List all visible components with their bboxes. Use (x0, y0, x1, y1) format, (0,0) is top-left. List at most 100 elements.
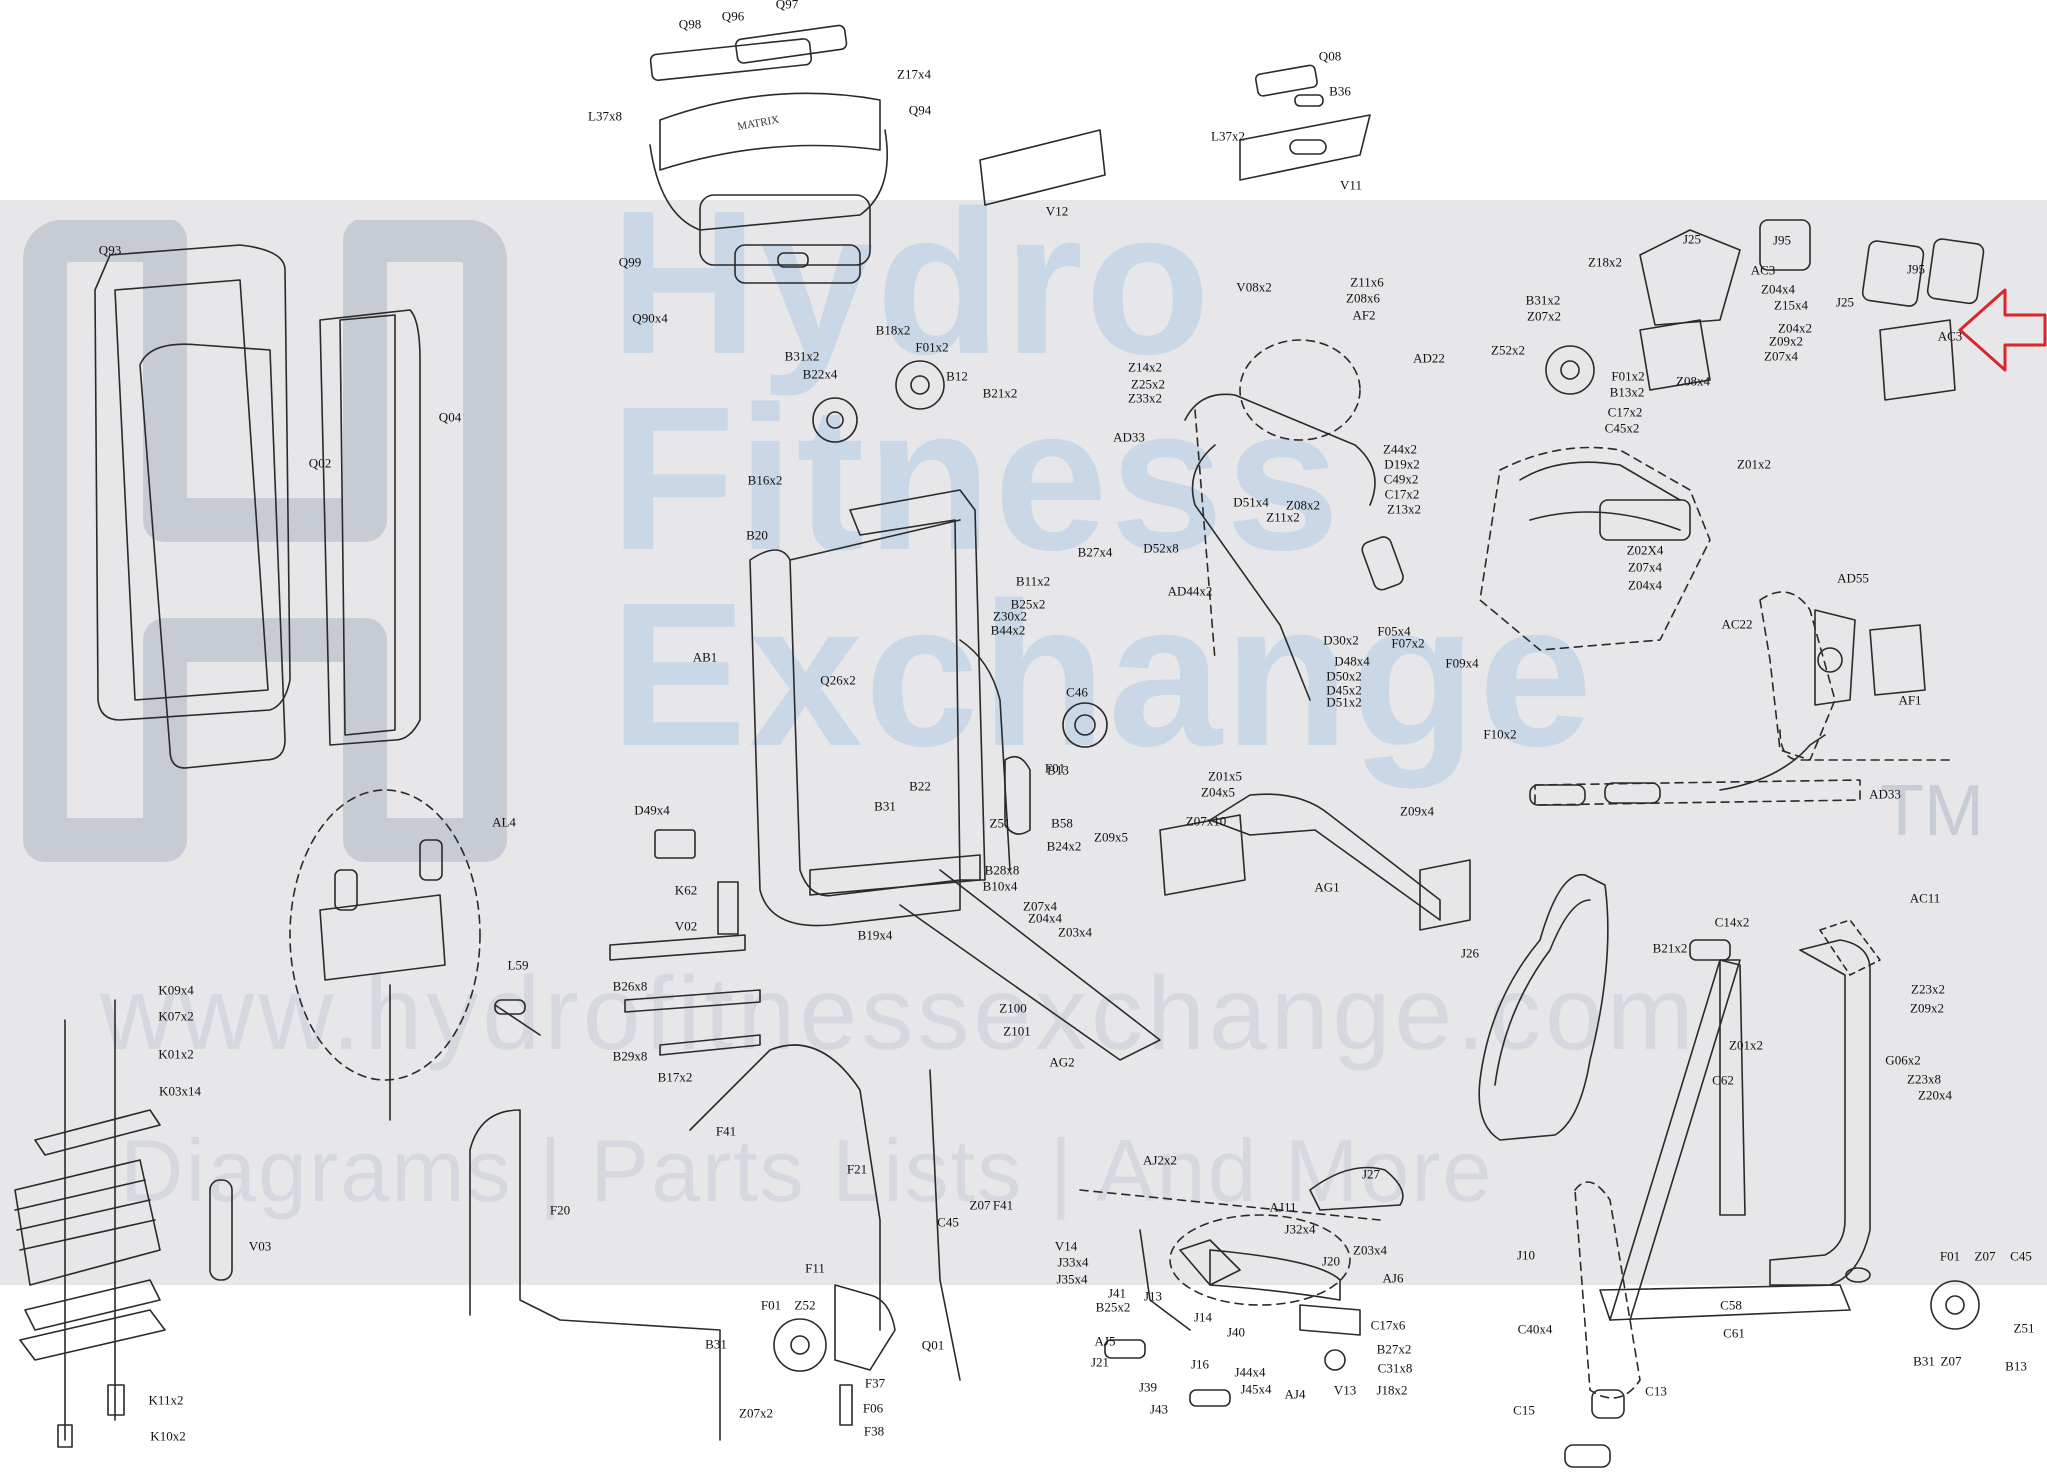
part-callout: Q97 (775, 0, 799, 12)
part-callout: V12 (1045, 203, 1069, 219)
part-callout: C14x2 (1714, 914, 1750, 930)
part-callout: J25 (1835, 294, 1855, 310)
part-callout: J20 (1321, 1253, 1341, 1269)
part-callout: AJ6 (1382, 1270, 1404, 1286)
part-callout: AC11 (1909, 890, 1941, 906)
part-callout: J45x4 (1240, 1381, 1272, 1397)
part-callout: L37x2 (1211, 128, 1245, 144)
part-callout: F37 (864, 1375, 886, 1391)
weight-stack (14, 999, 233, 1448)
part-callout: K10x2 (150, 1428, 186, 1444)
part-callout: AB1 (692, 649, 718, 665)
part-callout: Z04x4 (1761, 281, 1795, 297)
part-callout: B21x2 (1652, 940, 1688, 956)
press-arm-assembly (1184, 339, 1711, 701)
part-callout: AC3 (1750, 262, 1776, 278)
part-callout: AC3 (1937, 328, 1963, 344)
part-callout: K03x14 (159, 1083, 201, 1099)
lower-arm-bar (1529, 734, 1861, 806)
part-callout: B16x2 (747, 472, 783, 488)
part-callout: B11x2 (1015, 573, 1051, 589)
part-callout: F20 (549, 1202, 571, 1218)
part-callout: J14 (1193, 1309, 1213, 1325)
part-callout: Z08x6 (1346, 290, 1380, 306)
cables (469, 1044, 961, 1441)
part-callout: Z07x4 (1764, 348, 1798, 364)
part-callout: Z03x4 (1353, 1242, 1387, 1258)
part-callout: D48x4 (1334, 653, 1370, 669)
part-callout: Z07x10 (1185, 813, 1227, 829)
part-callout: B31x2 (784, 348, 820, 364)
part-callout: F01 (760, 1297, 782, 1313)
part-callout: Z14x2 (1128, 359, 1162, 375)
part-callout: AC22 (1721, 616, 1753, 632)
part-callout: Z52x2 (1491, 342, 1525, 358)
part-callout: B26x8 (612, 978, 648, 994)
part-callout: V13 (1333, 1382, 1357, 1398)
part-callout: B31 (705, 1336, 727, 1352)
part-callout: B28x8 (984, 862, 1020, 878)
console-shroud: MATRIX (649, 24, 888, 284)
part-callout: F11 (805, 1260, 825, 1276)
part-callout: B21x2 (982, 385, 1018, 401)
part-callout: F01 (1939, 1248, 1961, 1264)
part-callout: Q90x4 (632, 310, 668, 326)
part-callout: AD33 (1113, 429, 1145, 445)
part-callout: Z101 (1003, 1023, 1031, 1039)
part-callout: K07x2 (158, 1008, 194, 1024)
part-callout: J26 (1460, 945, 1480, 961)
part-callout: D50x2 (1326, 668, 1362, 684)
part-callout: Z33x2 (1128, 390, 1162, 406)
back-pads (1639, 219, 1985, 401)
part-callout: AD22 (1413, 350, 1445, 366)
part-callout: Q02 (308, 455, 332, 471)
part-callout: Z07 (1940, 1353, 1962, 1369)
part-callout: Z17x4 (897, 66, 931, 82)
part-callout: L59 (507, 957, 529, 973)
part-callout: F10x2 (1483, 726, 1517, 742)
part-callout: AF1 (1898, 692, 1922, 708)
part-callout: J95 (1906, 261, 1926, 277)
part-callout: C15 (1513, 1402, 1535, 1418)
part-callout: Z04x4 (1628, 577, 1662, 593)
part-callout: C17x2 (1607, 404, 1643, 420)
part-callout: J21 (1090, 1354, 1110, 1370)
part-callout: C62 (1712, 1072, 1734, 1088)
part-callout: Z09x5 (1094, 829, 1128, 845)
part-callout: D45x2 (1326, 682, 1362, 698)
part-callout: Z07x4 (1023, 898, 1057, 914)
part-callout: C49x2 (1383, 471, 1419, 487)
part-callout: F06 (862, 1400, 884, 1416)
part-callout: Q93 (98, 242, 122, 258)
part-callout: Z02X4 (1626, 542, 1664, 558)
part-callout: AL4 (492, 814, 516, 830)
part-callout: Z09x4 (1400, 803, 1434, 819)
main-frame (749, 489, 1161, 1061)
part-callout: C17x2 (1384, 486, 1420, 502)
part-callout: D51x2 (1326, 694, 1362, 710)
watermark-brand: Hydro Fitness Exchange (610, 168, 1595, 789)
part-callout: K09x4 (158, 982, 194, 998)
part-callout: Z52 (794, 1297, 816, 1313)
part-callout: C46 (1066, 684, 1088, 700)
part-callout: B22 (909, 778, 931, 794)
part-callout: K11x2 (148, 1392, 184, 1408)
part-callout: Z25x2 (1131, 376, 1165, 392)
part-callout: J33x4 (1057, 1254, 1089, 1270)
part-callout: D52x8 (1143, 540, 1179, 556)
part-callout: C45x2 (1604, 420, 1640, 436)
part-callout: Z04x4 (1028, 910, 1062, 926)
part-callout: V08x2 (1236, 279, 1272, 295)
part-callout: Z100 (999, 1000, 1027, 1016)
part-callout: J44x4 (1234, 1364, 1266, 1380)
part-callout: J13 (1143, 1288, 1163, 1304)
watermark-trademark: TM (1880, 771, 1984, 851)
part-callout: B25x2 (1095, 1299, 1131, 1315)
part-callout: Z01x2 (1729, 1037, 1763, 1053)
part-callout: K62 (674, 882, 698, 898)
part-callout: Z08x2 (1286, 497, 1320, 513)
part-callout: B29x8 (612, 1048, 648, 1064)
part-callout: J10 (1516, 1247, 1536, 1263)
part-callout: D19x2 (1384, 456, 1420, 472)
